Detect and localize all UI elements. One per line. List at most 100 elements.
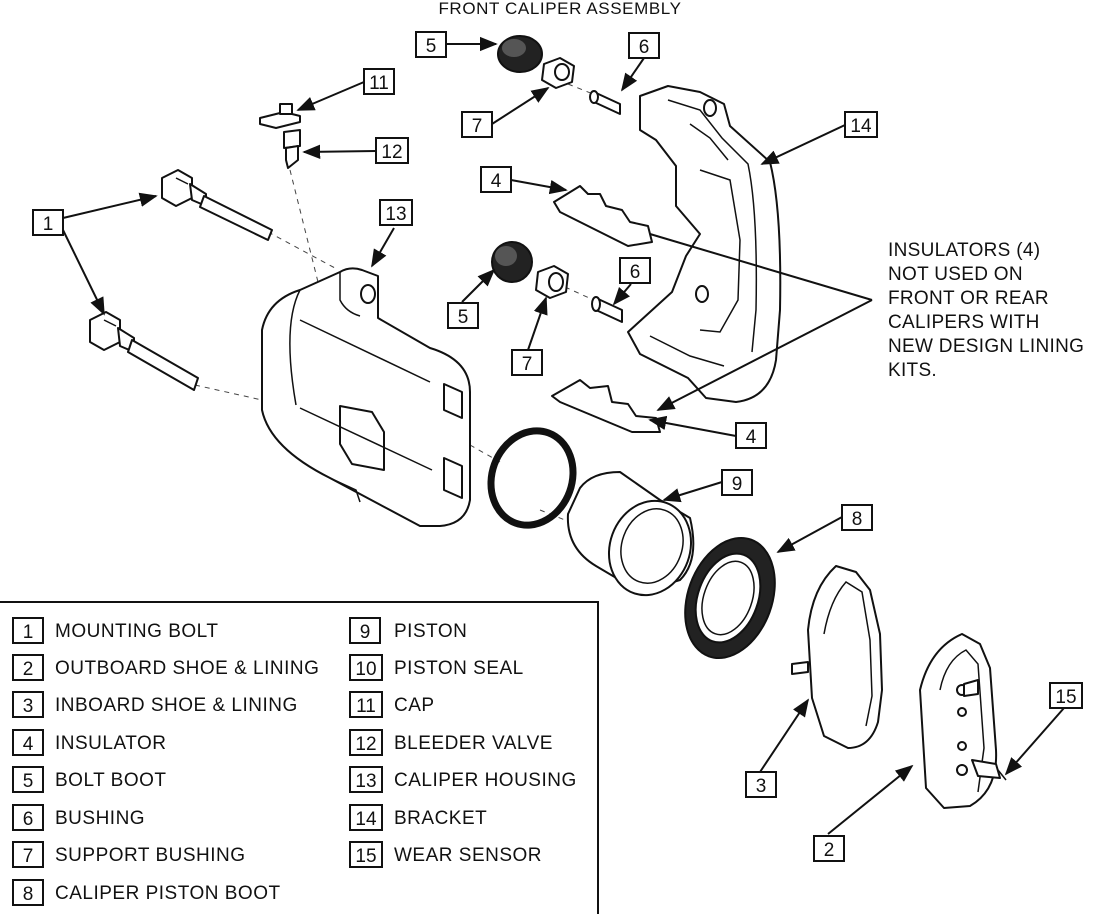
callout-9: 9 <box>721 469 753 496</box>
legend-number: 3 <box>23 696 34 717</box>
legend-item: 7 SUPPORT BUSHING <box>12 841 246 868</box>
callout-text: 13 <box>385 204 406 225</box>
legend-number: 7 <box>23 846 34 867</box>
callout-4-lower: 4 <box>735 422 767 449</box>
legend-label: SUPPORT BUSHING <box>55 845 246 866</box>
callout-5-lower: 5 <box>447 302 479 329</box>
legend-label: CALIPER PISTON BOOT <box>55 883 281 904</box>
callout-text: 6 <box>630 262 641 283</box>
legend-number: 14 <box>355 809 377 830</box>
callout-text: 11 <box>369 73 389 94</box>
legend-number: 5 <box>23 771 34 792</box>
bushing-lower <box>591 296 623 323</box>
legend-item: 11 CAP <box>349 691 435 718</box>
callout-7-upper: 7 <box>461 111 493 138</box>
callout-text: 4 <box>746 427 757 448</box>
bolt-boot-lower <box>491 241 533 283</box>
legend-label: WEAR SENSOR <box>394 845 542 866</box>
callout-leaders <box>62 36 1065 835</box>
legend-label: PISTON <box>394 621 467 642</box>
legend-number: 12 <box>355 734 376 755</box>
support-bushing-upper <box>541 57 575 89</box>
cap <box>259 103 301 129</box>
legend-item: 2 OUTBOARD SHOE & LINING <box>12 654 319 681</box>
callout-text: 3 <box>756 776 767 797</box>
callout-text: 6 <box>639 37 650 58</box>
callout-13: 13 <box>379 199 413 226</box>
legend-label: BOLT BOOT <box>55 770 167 791</box>
bleeder-valve <box>283 129 301 169</box>
callout-text: 1 <box>43 214 54 235</box>
callout-text: 8 <box>852 509 863 530</box>
callout-12: 12 <box>375 137 409 164</box>
legend-label: BUSHING <box>55 808 145 829</box>
piston <box>566 471 695 597</box>
callout-3: 3 <box>745 771 777 798</box>
callout-6-lower: 6 <box>619 257 651 284</box>
callout-11: 11 <box>363 68 395 95</box>
legend-number: 8 <box>23 884 34 905</box>
callout-1: 1 <box>32 209 64 236</box>
diagram-title: FRONT CALIPER ASSEMBLY <box>438 0 681 18</box>
callout-text: 15 <box>1055 687 1076 708</box>
mounting-bolt-lower <box>89 311 199 391</box>
caliper-piston-boot <box>684 536 776 660</box>
legend-item: 6 BUSHING <box>12 804 145 831</box>
insulator-note: INSULATORS (4) NOT USED ON FRONT OR REAR… <box>888 240 1084 381</box>
callout-text: 7 <box>522 354 533 375</box>
bushing-upper <box>589 90 621 115</box>
legend-number: 6 <box>23 809 34 830</box>
legend-label: BLEEDER VALVE <box>394 733 553 754</box>
legend-label: OUTBOARD SHOE & LINING <box>55 658 319 679</box>
callout-text: 9 <box>732 474 743 495</box>
legend-label: INBOARD SHOE & LINING <box>55 695 298 716</box>
legend-label: CAP <box>394 695 435 716</box>
note-line: CALIPERS WITH <box>888 312 1040 333</box>
callout-5-upper: 5 <box>415 31 447 58</box>
legend-item: 14 BRACKET <box>349 804 487 831</box>
legend-number: 1 <box>23 622 34 643</box>
legend-item: 1 MOUNTING BOLT <box>12 617 218 644</box>
insulator-lower <box>551 379 661 433</box>
legend-item: 12 BLEEDER VALVE <box>349 729 553 756</box>
legend-item: 4 INSULATOR <box>12 729 167 756</box>
legend-number: 10 <box>355 659 376 680</box>
legend-item: 15 WEAR SENSOR <box>349 841 542 868</box>
callout-text: 4 <box>491 171 502 192</box>
legend-label: INSULATOR <box>55 733 167 754</box>
callout-text: 14 <box>850 116 872 137</box>
callout-text: 2 <box>824 840 835 861</box>
callout-8: 8 <box>841 504 873 531</box>
legend-item: 8 CALIPER PISTON BOOT <box>12 879 281 906</box>
note-line: INSULATORS (4) <box>888 240 1040 261</box>
note-line: FRONT OR REAR <box>888 288 1049 309</box>
legend-number: 15 <box>355 846 376 867</box>
legend-label: MOUNTING BOLT <box>55 621 218 642</box>
insulator-upper <box>553 185 653 247</box>
caliper-housing <box>261 267 471 527</box>
note-line: KITS. <box>888 360 937 381</box>
callout-15: 15 <box>1049 682 1083 709</box>
callout-text: 7 <box>472 116 483 137</box>
support-bushing-lower <box>535 265 569 299</box>
note-line: NOT USED ON <box>888 264 1023 285</box>
callout-text: 5 <box>458 307 469 328</box>
callout-4-upper: 4 <box>480 166 512 193</box>
note-line: NEW DESIGN LINING <box>888 336 1084 357</box>
legend-number: 11 <box>356 696 376 717</box>
legend-label: CALIPER HOUSING <box>394 770 577 791</box>
callout-14: 14 <box>844 111 878 138</box>
legend-number: 9 <box>360 622 371 643</box>
legend-label: PISTON SEAL <box>394 658 524 679</box>
legend-number: 13 <box>355 771 376 792</box>
legend-item: 3 INBOARD SHOE & LINING <box>12 691 298 718</box>
legend-item: 10 PISTON SEAL <box>349 654 524 681</box>
callout-7-lower: 7 <box>511 349 543 376</box>
legend-number: 4 <box>23 734 34 755</box>
inboard-shoe-lining <box>791 565 883 749</box>
callout-6-upper: 6 <box>628 32 660 59</box>
callout-text: 12 <box>381 142 402 163</box>
legend-item: 5 BOLT BOOT <box>12 766 167 793</box>
legend-item: 13 CALIPER HOUSING <box>349 766 577 793</box>
